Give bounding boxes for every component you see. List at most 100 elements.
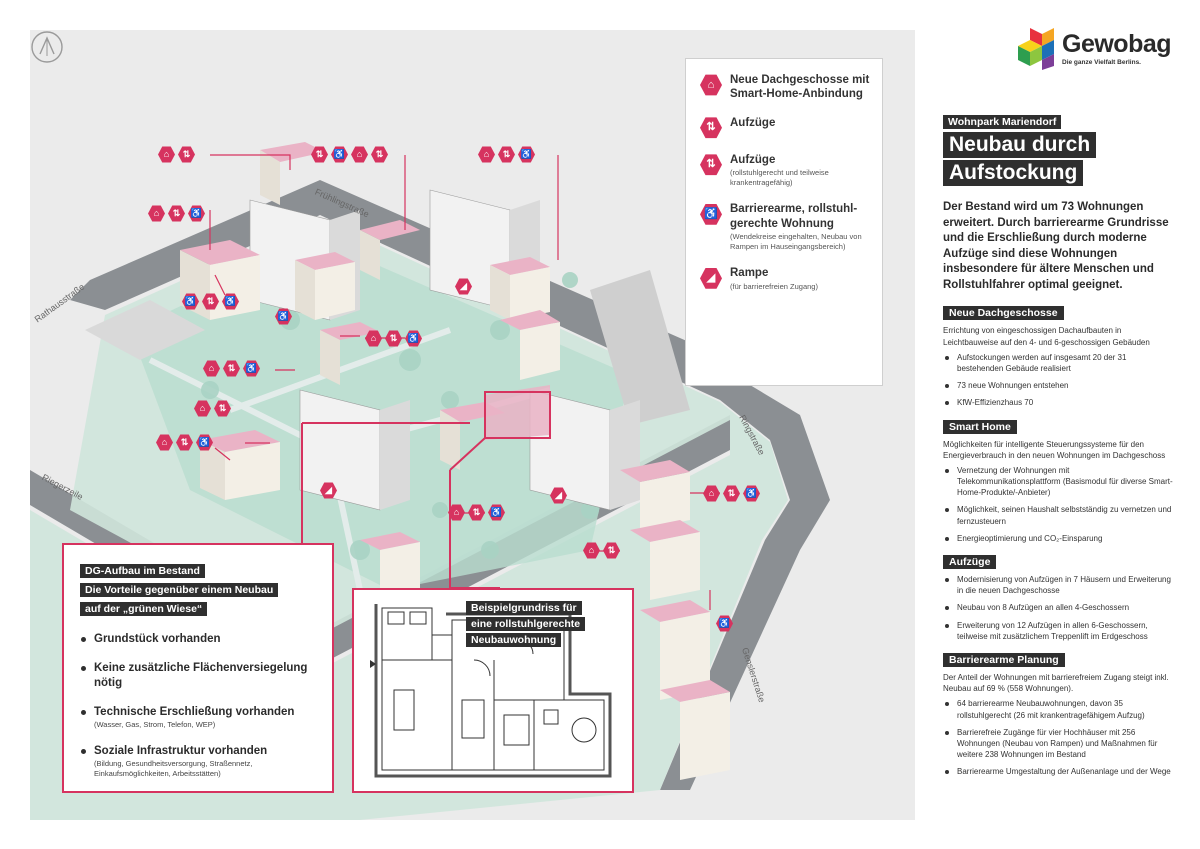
section-heading: Aufzüge bbox=[943, 555, 997, 569]
marker-group[interactable]: ⌂⇅ bbox=[158, 146, 195, 163]
marker-group[interactable]: ♿⇅♿ bbox=[182, 293, 239, 310]
page-title-line1: Neubau durch bbox=[943, 132, 1097, 159]
gewobag-logo-mark-icon bbox=[1018, 28, 1054, 70]
section-aufzuege: Aufzüge Modernisierung von Aufzügen in 7… bbox=[943, 552, 1173, 642]
floorplan-box: Beispielgrundriss für eine rollstuhlgere… bbox=[352, 588, 634, 793]
ramp-icon: ◢ bbox=[550, 487, 567, 504]
wheelchair-icon: ♿ bbox=[243, 360, 260, 377]
wheelchair-icon: ♿ bbox=[196, 434, 213, 451]
elevator-icon: ⇅ bbox=[385, 330, 402, 347]
elevator-accessible-icon: ⇅ bbox=[168, 205, 185, 222]
north-compass-icon bbox=[31, 31, 63, 63]
legend-item-roof: ⌂ Neue Dachgeschosse mit Smart-Home-Anbi… bbox=[700, 73, 872, 102]
floorplan-caption-line2: eine rollstuhlgerechte bbox=[466, 617, 586, 631]
legend-item-elevator-accessible: ⇅ Aufzüge (rollstuhlgerecht und teilweis… bbox=[700, 153, 872, 189]
dg-heading-2: Die Vorteile gegenüber einem Neubau bbox=[80, 583, 279, 597]
list-item: Erweiterung von 12 Aufzügen in allen 6-G… bbox=[943, 620, 1173, 642]
marker-group[interactable]: ⌂⇅♿ bbox=[148, 205, 205, 222]
floorplan-caption: Beispielgrundriss für eine rollstuhlgere… bbox=[466, 601, 586, 649]
roof-icon: ⌂ bbox=[351, 146, 368, 163]
list-item: Grundstück vorhanden bbox=[80, 632, 320, 647]
wheelchair-icon: ♿ bbox=[331, 146, 348, 163]
wheelchair-icon: ♿ bbox=[743, 485, 760, 502]
list-item: KfW-Effizienzhaus 70 bbox=[943, 397, 1173, 408]
advantage-title: Technische Erschließung vorhanden bbox=[94, 705, 295, 718]
advantage-title: Soziale Infrastruktur vorhanden bbox=[94, 744, 268, 757]
ramp-icon: ◢ bbox=[700, 268, 722, 289]
legend-title: Barrierearme, rollstuhl-gerechte Wohnung bbox=[730, 203, 858, 230]
elevator-icon: ⇅ bbox=[498, 146, 515, 163]
ramp-icon: ◢ bbox=[320, 482, 337, 499]
logo-tagline: Die ganze Vielfalt Berlins. bbox=[1062, 59, 1141, 66]
marker-group[interactable]: ⌂⇅♿ bbox=[203, 360, 260, 377]
wheelchair-icon: ♿ bbox=[716, 615, 733, 632]
page-kicker: Wohnpark Mariendorf bbox=[943, 115, 1062, 129]
section-dachgeschosse: Neue Dachgeschosse Errichtung von einges… bbox=[943, 303, 1173, 408]
marker-group[interactable]: ⇅♿⌂⇅ bbox=[311, 146, 388, 163]
floorplan-caption-line3: Neubauwohnung bbox=[466, 633, 562, 647]
legend-item-elevator: ⇅ Aufzüge bbox=[700, 116, 872, 139]
list-item: Energieoptimierung und CO₂-Einsparung bbox=[943, 533, 1173, 544]
dg-advantages-box: DG-Aufbau im Bestand Die Vorteile gegenü… bbox=[62, 543, 334, 793]
info-column: Wohnpark Mariendorf Neubau durch Aufstoc… bbox=[943, 112, 1173, 783]
list-item: Modernisierung von Aufzügen in 7 Häusern… bbox=[943, 574, 1173, 596]
section-text: Errichtung von eingeschossigen Dachaufba… bbox=[943, 326, 1150, 347]
wheelchair-icon: ♿ bbox=[275, 308, 292, 325]
dg-heading-3: auf der „grünen Wiese“ bbox=[80, 602, 208, 616]
legend-subtitle: (rollstuhlgerecht und teilweise krankent… bbox=[730, 168, 829, 188]
roof-icon: ⌂ bbox=[478, 146, 495, 163]
marker-group[interactable]: ◢ bbox=[320, 482, 337, 499]
roof-icon: ⌂ bbox=[365, 330, 382, 347]
elevator-icon: ⇅ bbox=[178, 146, 195, 163]
elevator-icon: ⇅ bbox=[468, 504, 485, 521]
marker-group[interactable]: ⌂⇅ bbox=[194, 400, 231, 417]
marker-group[interactable]: ⌂⇅ bbox=[583, 542, 620, 559]
legend-subtitle: (Wendekreise eingehalten, Neubau von Ram… bbox=[730, 232, 862, 252]
roof-icon: ⌂ bbox=[703, 485, 720, 502]
marker-group[interactable]: ♿ bbox=[275, 308, 292, 325]
wheelchair-icon: ♿ bbox=[518, 146, 535, 163]
marker-group[interactable]: ⌂⇅♿ bbox=[448, 504, 505, 521]
advantage-title: Grundstück vorhanden bbox=[94, 633, 221, 645]
floorplan-caption-line1: Beispielgrundriss für bbox=[466, 601, 582, 615]
marker-group[interactable]: ⌂⇅♿ bbox=[703, 485, 760, 502]
marker-group[interactable]: ⌂⇅♿ bbox=[478, 146, 535, 163]
roof-icon: ⌂ bbox=[203, 360, 220, 377]
roof-icon: ⌂ bbox=[448, 504, 465, 521]
legend-title: Aufzüge bbox=[730, 153, 776, 166]
elevator-icon: ⇅ bbox=[223, 360, 240, 377]
legend-item-wheelchair: ♿ Barrierearme, rollstuhl-gerechte Wohnu… bbox=[700, 202, 872, 252]
roof-icon: ⌂ bbox=[158, 146, 175, 163]
legend-subtitle: (für barrierefreien Zugang) bbox=[730, 281, 818, 291]
list-item: Neubau von 8 Aufzügen an allen 4-Geschos… bbox=[943, 602, 1173, 613]
list-item: Barrierearme Umgestaltung der Außenanlag… bbox=[943, 766, 1173, 777]
roof-icon: ⌂ bbox=[194, 400, 211, 417]
page-title-line2: Aufstockung bbox=[943, 160, 1084, 187]
marker-group[interactable]: ⌂⇅♿ bbox=[365, 330, 422, 347]
legend-item-ramp: ◢ Rampe (für barrierefreien Zugang) bbox=[700, 266, 872, 292]
roof-icon: ⌂ bbox=[156, 434, 173, 451]
section-heading: Barrierearme Planung bbox=[943, 652, 1065, 667]
legend-title: Neue Dachgeschosse mit Smart-Home-Anbind… bbox=[730, 74, 870, 101]
advantage-subtitle: (Bildung, Gesundheitsversorgung, Straßen… bbox=[94, 758, 253, 778]
marker-group[interactable]: ♿ bbox=[716, 615, 733, 632]
marker-group[interactable]: ⌂⇅♿ bbox=[156, 434, 213, 451]
wheelchair-icon: ♿ bbox=[188, 205, 205, 222]
elevator-icon: ⇅ bbox=[603, 542, 620, 559]
legend-panel: ⌂ Neue Dachgeschosse mit Smart-Home-Anbi… bbox=[685, 58, 883, 386]
marker-group[interactable]: ◢ bbox=[455, 278, 472, 295]
list-item: Soziale Infrastruktur vorhanden(Bildung,… bbox=[80, 744, 320, 779]
section-heading: Neue Dachgeschosse bbox=[943, 306, 1064, 321]
rooftop-extensions bbox=[180, 142, 730, 780]
list-item: Vernetzung der Wohnungen mit Telekommuni… bbox=[943, 465, 1173, 499]
marker-group[interactable]: ◢ bbox=[550, 487, 567, 504]
roof-icon: ⌂ bbox=[583, 542, 600, 559]
section-text: Der Anteil der Wohnungen mit barrierefre… bbox=[943, 672, 1169, 694]
section-barrierearme-planung: Barrierearme Planung Der Anteil der Wohn… bbox=[943, 650, 1173, 778]
list-item: Aufstockungen werden auf insgesamt 20 de… bbox=[943, 352, 1173, 374]
intro-text: Der Bestand wird um 73 Wohnungen erweite… bbox=[943, 201, 1169, 291]
advantage-title: Keine zusätzliche Flächenversiegelung nö… bbox=[94, 661, 308, 689]
roof-icon: ⌂ bbox=[700, 74, 722, 96]
elevator-accessible-icon: ⇅ bbox=[723, 485, 740, 502]
list-item: 64 barrierearme Neubauwohnungen, davon 3… bbox=[943, 698, 1173, 720]
